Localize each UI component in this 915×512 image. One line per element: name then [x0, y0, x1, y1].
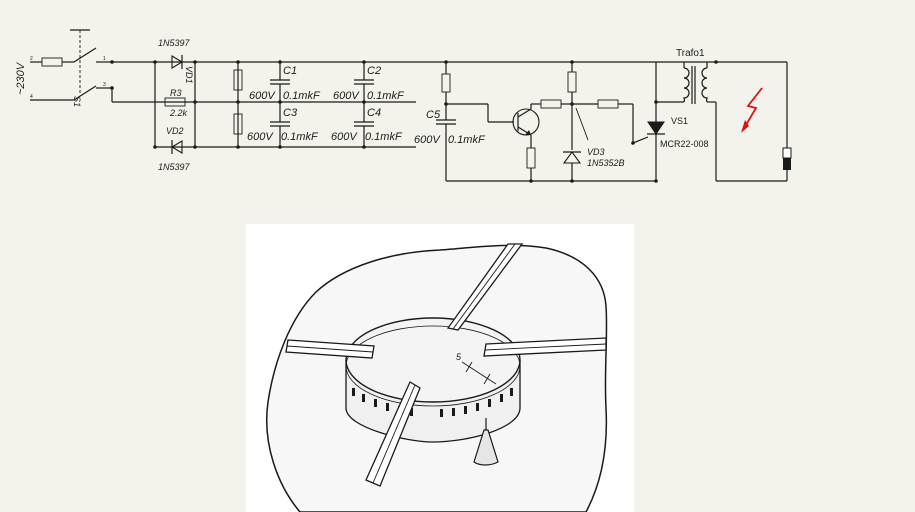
switch-label: S1: [72, 96, 82, 107]
junction: [362, 145, 366, 149]
gap-dimension-line: [461, 361, 497, 385]
junction: [278, 145, 282, 149]
vd1-type: 1N5397: [158, 38, 191, 48]
junction: [278, 100, 282, 104]
switch-s1: [70, 29, 112, 101]
diode-vd2: [170, 140, 183, 154]
vs1-type: MCR22-008: [660, 139, 709, 149]
spark-icon: [742, 87, 763, 131]
spark-electrode: [782, 147, 792, 159]
c4-label: C4: [367, 107, 381, 119]
burner-cap-rim: [345, 325, 521, 407]
c2-label: C2: [367, 65, 381, 77]
trafo-label: Trafo1: [676, 48, 705, 59]
gas-burner-drawing: 5: [246, 224, 634, 512]
c5-label: C5: [426, 109, 441, 121]
resistor: [567, 71, 577, 93]
resistor: [597, 99, 619, 109]
junction: [362, 100, 366, 104]
pan-support-arm: [365, 381, 421, 487]
junction: [570, 179, 574, 183]
vd2-type: 1N5397: [158, 162, 191, 172]
r3-label: R3: [170, 88, 182, 98]
vs1-label: VS1: [671, 116, 688, 126]
transformer-secondary: [701, 67, 708, 103]
switch-terminal-3: 3: [103, 82, 106, 88]
c2-capacitance: 0.1mkF: [367, 90, 405, 102]
diode-vd1: [171, 55, 184, 69]
c1-label: C1: [283, 65, 297, 77]
junction: [153, 145, 157, 149]
junction: [153, 60, 157, 64]
resistor: [233, 113, 243, 135]
burner-cap: [345, 317, 521, 403]
vd3-type: 1N5352B: [587, 158, 625, 168]
c1-capacitance: 0.1mkF: [283, 90, 321, 102]
vd3-label: VD3: [587, 147, 605, 157]
junction: [654, 179, 658, 183]
junction: [193, 100, 197, 104]
ignition-electrode: [473, 429, 499, 466]
junction: [444, 60, 448, 64]
c5-capacitance: 0.1mkF: [448, 134, 486, 146]
junction: [529, 179, 533, 183]
circuit-schematic: ~230V 2 4 S1 1 3: [15, 29, 792, 183]
resistor-r3: [164, 97, 186, 107]
resistor: [526, 147, 536, 169]
thyristor-gate: [632, 136, 649, 144]
switch-terminal-2: 2: [30, 56, 33, 62]
pan-support-edge: [452, 243, 516, 330]
switch-terminal-1: 1: [103, 56, 106, 62]
pan-support-edge: [372, 384, 416, 484]
c4-voltage: 600V: [331, 131, 358, 143]
thyristor-vs1: [647, 121, 665, 135]
transformer-primary: [683, 67, 690, 103]
junction: [570, 60, 574, 64]
vd2-label: VD2: [166, 126, 184, 136]
junction: [278, 60, 282, 64]
resistor: [540, 99, 562, 109]
transistor: [512, 108, 540, 136]
junction: [236, 60, 240, 64]
c5-voltage: 600V: [414, 134, 441, 146]
c1-voltage: 600V: [249, 90, 276, 102]
c2-voltage: 600V: [333, 90, 360, 102]
pan-support-arm: [446, 243, 524, 331]
spark-arrow-icon: [741, 120, 749, 133]
gap-dimension-tick: [465, 361, 473, 373]
spark-electrode: [783, 158, 791, 170]
zener-diode-vd3: [562, 151, 582, 164]
junction: [236, 145, 240, 149]
switch-terminal-4: 4: [30, 94, 33, 100]
c3-voltage: 600V: [247, 131, 274, 143]
r3-value: 2.2k: [169, 108, 188, 118]
pan-support-edge: [484, 343, 607, 351]
pan-support-edge: [286, 345, 374, 353]
wire: [575, 107, 589, 141]
junction: [236, 100, 240, 104]
c3-label: C3: [283, 107, 298, 119]
junction: [714, 60, 718, 64]
gap-dimension-tick: [483, 373, 491, 385]
junction: [193, 60, 197, 64]
resistor: [441, 73, 451, 93]
mains-label: ~230V: [15, 61, 27, 95]
c4-capacitance: 0.1mkF: [365, 131, 403, 143]
resistor: [233, 69, 243, 91]
c3-capacitance: 0.1mkF: [281, 131, 319, 143]
fuse: [41, 57, 63, 67]
junction: [362, 60, 366, 64]
vd1-label: VD1: [184, 66, 194, 84]
junction: [193, 145, 197, 149]
gap-label: 5: [456, 352, 462, 362]
